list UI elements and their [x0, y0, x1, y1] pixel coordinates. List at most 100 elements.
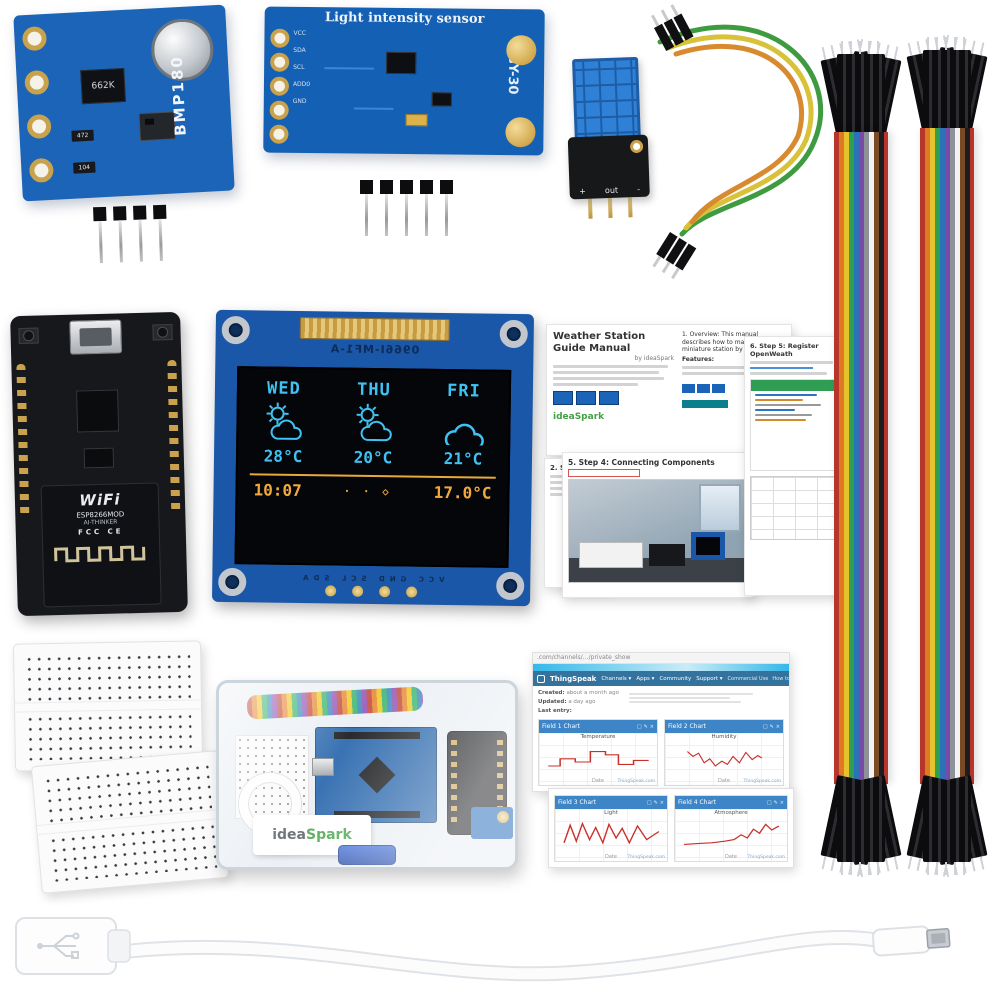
- photo-breadboard: [579, 542, 643, 568]
- header-pin: [360, 180, 373, 236]
- manual-overview: 1. Overview: This manual describes how t…: [681, 331, 780, 353]
- header-pin: [440, 180, 453, 236]
- boxed-dev-board: [312, 727, 437, 823]
- text-line: [750, 372, 827, 375]
- connector-fan: [904, 36, 990, 137]
- chart-area: Humidity Date ThingSpeak.com: [665, 733, 783, 786]
- watermark: ThingSpeak.com: [743, 779, 781, 785]
- chart-card-header: Field 3 Chart □ ✎ ×: [555, 796, 667, 809]
- text-line: [629, 697, 730, 699]
- resistor: 104: [73, 161, 96, 174]
- pin-label: out: [604, 185, 619, 196]
- text-line: [553, 383, 638, 386]
- esp12-module: WiFi ESP8266MOD AI-THINKER FCC CE: [40, 482, 162, 608]
- watermark: ThingSpeak.com: [627, 855, 665, 860]
- stat-value: a day ago: [568, 698, 596, 705]
- code-line: [755, 394, 817, 396]
- manual-page-step4: 5. Step 4: Connecting Components: [562, 452, 754, 598]
- code-line: [755, 399, 804, 401]
- gy30-module: Light intensity sensor GY-30 VCC SDA SCL…: [263, 6, 545, 156]
- edit-icon: ✎: [769, 723, 774, 730]
- chart-card-icons: □ ✎ ×: [763, 724, 780, 730]
- cable: [114, 932, 882, 980]
- light-sensor-ic: [386, 51, 417, 75]
- field-chart-card: Field 3 Chart □ ✎ × Light Date ThingSpea…: [554, 795, 668, 862]
- boxed-header-strip: [334, 732, 420, 739]
- manual-right-column: 1. Overview: This manual describes how t…: [681, 331, 785, 449]
- dupont-connector-block: [837, 780, 885, 875]
- chart-card-title: Field 1 Chart: [542, 723, 580, 731]
- stat-line: Last entry:: [538, 707, 619, 716]
- edit-icon: ✎: [773, 799, 778, 806]
- manual-byline: by ideaSpark: [634, 355, 674, 362]
- line-chart: [563, 821, 660, 845]
- usb-a-strain-relief: [107, 929, 131, 963]
- gpio-pin-strip: [167, 359, 181, 513]
- line-chart: [684, 823, 780, 845]
- day-label: FRI: [446, 381, 481, 402]
- edit-icon: ✎: [653, 799, 658, 806]
- jumper-wire-loop: [651, 4, 824, 280]
- status-row: 10:07 · · ◇ 17.0°C: [237, 480, 507, 503]
- stat-line: Updated: a day ago: [538, 698, 619, 707]
- pin-label: GND: [292, 97, 307, 105]
- stats-lines: Created: about a month ago Updated: a da…: [538, 689, 619, 715]
- stats-placeholder: [629, 689, 784, 715]
- text-line: [681, 365, 775, 369]
- stat-line: Created: about a month ago: [538, 689, 619, 698]
- chart-title: Temperature: [580, 734, 616, 741]
- header-pin: [93, 206, 108, 264]
- expand-icon: □: [762, 723, 768, 730]
- nav-item-apps: Apps ▾: [636, 675, 655, 682]
- brand-text-gray: idea: [272, 827, 306, 843]
- pin-hole: [269, 100, 289, 120]
- nav-item-howtobuy: How to Buy: [772, 675, 789, 682]
- text-line: [750, 361, 833, 364]
- browser-url-bar: .com/channels/…/private_show: [533, 653, 789, 664]
- flash-button: [152, 324, 173, 341]
- nav-item-commercial: Commercial Use: [727, 675, 769, 682]
- header-pin: [153, 204, 168, 261]
- x-axis-label: Date: [725, 854, 737, 860]
- status-symbols: · · ◇: [343, 484, 392, 499]
- chart-area: Temperature Date ThingSpeak.com: [539, 733, 657, 786]
- chart-card-header: Field 4 Chart □ ✎ ×: [675, 796, 787, 809]
- chart-card-title: Field 3 Chart: [558, 799, 596, 806]
- code-line: [755, 419, 807, 421]
- usb-trident-icon: [37, 932, 80, 959]
- ide-toolbar: [751, 380, 839, 391]
- stat-value: about a month ago: [566, 690, 619, 696]
- text-line: [553, 377, 665, 380]
- chart-card-icons: □ ✎ ×: [637, 724, 654, 730]
- watermark: ThingSpeak.com: [617, 779, 655, 785]
- dupont-connector-block: [923, 780, 971, 875]
- day-label: WED: [266, 378, 301, 399]
- oled-pin-holes: [325, 585, 418, 598]
- cloud-icon: [444, 423, 484, 450]
- boxed-jumper-wires: [246, 686, 424, 720]
- thingspeak-brand: ThingSpeak: [550, 674, 597, 683]
- close-icon: ×: [649, 723, 654, 730]
- chip-marking: 662K: [91, 80, 115, 92]
- chart-title: Humidity: [711, 734, 737, 741]
- thingspeak-logo-icon: [537, 674, 545, 683]
- yellow-wire: [665, 34, 814, 231]
- dupont-connectors: [652, 232, 697, 280]
- url-text: .com/channels/…/private_show: [537, 654, 631, 661]
- reset-button: [18, 327, 39, 345]
- pin-hole: [270, 52, 290, 72]
- capacitor: [405, 114, 428, 127]
- edit-icon: ✎: [643, 723, 648, 730]
- module-thumbnail: [553, 391, 573, 405]
- forecast-columns: WED 28°C THU: [238, 378, 509, 469]
- rainbow-ribbon: [920, 128, 974, 784]
- code-line: [755, 404, 821, 406]
- x-axis-label: Date: [718, 778, 730, 785]
- field-chart-card: Field 4 Chart □ ✎ × Atmosphere Date Thin…: [674, 795, 788, 862]
- rainbow-ribbon: [834, 132, 888, 784]
- text-line: [629, 701, 741, 703]
- close-icon: ×: [779, 799, 784, 806]
- watermark: ThingSpeak.com: [747, 855, 785, 860]
- temperature-reading: 17.0°C: [433, 482, 492, 503]
